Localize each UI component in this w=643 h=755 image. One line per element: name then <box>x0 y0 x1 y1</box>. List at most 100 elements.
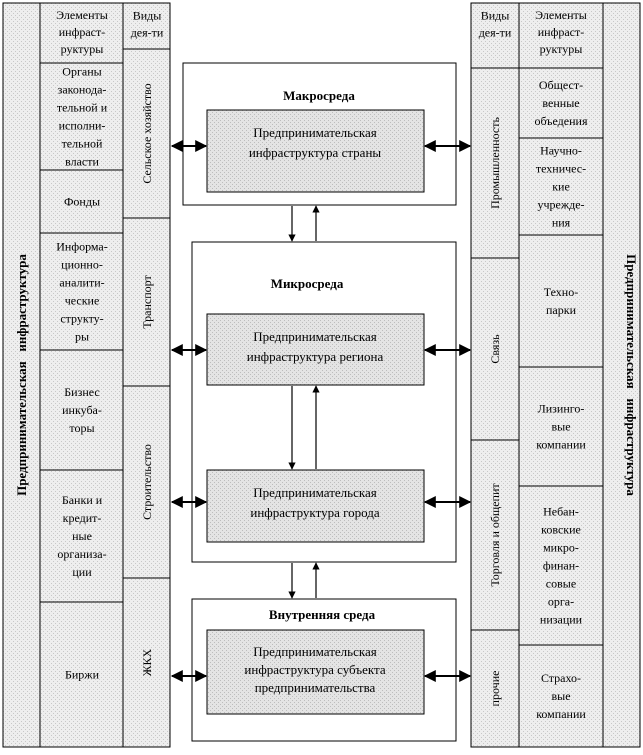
right-element-cell-line: венные <box>542 96 579 110</box>
right-element-cell-line: ковские <box>541 523 581 537</box>
right-band-label: Предпринимательская инфраструктура <box>624 254 639 496</box>
left-element-cell-line: Биржи <box>65 668 100 682</box>
right-element-cell-line: вые <box>551 689 570 703</box>
left-element-cell-line: инкуба- <box>62 403 102 417</box>
right-elements-header-line: инфраст- <box>538 25 585 39</box>
left-panel: Предпринимательская инфраструктура Элеме… <box>2 2 171 748</box>
macro-box-line: инфраструктура страны <box>249 145 382 160</box>
right-element-cell-line: учрежде- <box>537 198 584 212</box>
right-element-cell-line: финан- <box>543 559 579 573</box>
right-element-cell-line: Общест- <box>539 78 583 92</box>
right-activities-header-line: дея-ти <box>479 26 512 40</box>
left-elements-column <box>39 2 124 748</box>
left-element-cell-line: ры <box>75 330 89 344</box>
right-activities-header-line: Виды <box>481 9 510 23</box>
right-element-cell-line: Небан- <box>543 505 579 519</box>
left-element-cell-line: Бизнес <box>64 385 99 399</box>
left-band-label: Предпринимательская инфраструктура <box>14 254 29 496</box>
left-element-cell-line: ционно- <box>61 258 103 272</box>
left-band <box>2 2 41 748</box>
right-element-cell-line: вые <box>551 420 570 434</box>
internal-title: Внутренняя среда <box>269 607 376 622</box>
left-element-cell-line: организа- <box>57 547 106 561</box>
macro-title: Макросреда <box>283 88 355 103</box>
left-activity-label: Сельское хозяйство <box>140 83 154 183</box>
left-element-cell-line: Органы <box>62 65 101 79</box>
left-elements-header-line: Элементы <box>56 8 108 22</box>
city-box-line: Предпринимательская <box>253 485 377 500</box>
macro-box <box>206 109 425 193</box>
right-elements-list: Общест-венные объеденияНаучно-техничес-ки… <box>519 67 603 721</box>
micro-title: Микросреда <box>271 276 344 291</box>
right-activity-label: прочие <box>488 671 502 707</box>
left-activities-header: Виды дея-ти <box>131 9 164 40</box>
right-element-cell-line: орга- <box>548 595 574 609</box>
right-element-cell-line: Страхо- <box>541 671 581 685</box>
subject-box <box>206 629 425 715</box>
right-element-cell-line: совые <box>546 577 576 591</box>
left-element-cell-line: ные <box>72 529 92 543</box>
center-panel: Макросреда Предпринимательскаяинфраструк… <box>170 62 472 742</box>
left-element-cell-line: аналити- <box>59 276 104 290</box>
left-activities-column <box>122 2 171 748</box>
right-elements-header-line: Элементы <box>535 8 587 22</box>
left-element-cell-line: исполни- <box>59 119 106 133</box>
left-element-cell-line: Фонды <box>64 195 100 209</box>
left-element-cell-line: власти <box>65 155 99 169</box>
region-box-line: Предпринимательская <box>253 329 377 344</box>
right-element-cell-line: Лизинго- <box>538 402 585 416</box>
right-activities-column <box>470 2 520 748</box>
right-panel: Предпринимательская инфраструктура Виды д… <box>470 2 641 748</box>
right-element-cell-line: Научно- <box>540 144 582 158</box>
left-element-cell-line: законода- <box>58 83 107 97</box>
left-activity-label: Строительство <box>140 444 154 520</box>
left-element-cell-line: торы <box>69 421 94 435</box>
right-element-cell-line: компании <box>536 707 586 721</box>
macro-box-line: Предпринимательская <box>253 125 377 140</box>
right-elements-header-line: руктуры <box>540 42 583 56</box>
right-activities-header: Виды дея-ти <box>479 9 512 40</box>
left-elements-header: Элементы инфраст-руктуры <box>56 8 108 56</box>
right-element-cell-line: кие <box>552 180 570 194</box>
right-activity-label: Промышленность <box>488 117 502 209</box>
right-element-cell-line: техничес- <box>536 162 586 176</box>
right-element-cell-line: парки <box>546 303 577 317</box>
subject-box-line: предпринимательства <box>255 680 376 695</box>
left-element-cell-line: тельной и <box>57 101 108 115</box>
left-elements-header-line: инфраст- <box>59 25 106 39</box>
right-elements-header: Элементы инфраст-руктуры <box>535 8 587 56</box>
left-element-cell-line: Информа- <box>56 240 108 254</box>
right-element-cell-line: ния <box>552 216 571 230</box>
right-element-cell-line: объедения <box>535 114 588 128</box>
left-elements-list: Органы законода-тельной и исполни-тельной в… <box>40 62 123 682</box>
left-element-cell-line: ции <box>72 565 92 579</box>
subject-box-text: Предпринимательская инфраструктура субъек… <box>244 644 385 695</box>
right-element-cell-line: микро- <box>543 541 579 555</box>
left-element-cell-line: Банки и <box>62 493 103 507</box>
right-element-cell-line: низации <box>540 613 583 627</box>
left-activity-label: Транспорт <box>140 275 154 329</box>
region-box <box>206 313 425 386</box>
left-activity-label: ЖКХ <box>140 648 154 676</box>
left-elements-header-line: руктуры <box>61 42 104 56</box>
city-box <box>206 469 425 543</box>
right-element-cell-line: компании <box>536 438 586 452</box>
right-element-cell-line: Техно- <box>544 285 578 299</box>
left-element-cell-line: тельной <box>62 137 103 151</box>
right-activity-label: Торговля и общепит <box>488 483 502 587</box>
subject-box-line: инфраструктура субъекта <box>244 662 385 677</box>
left-activities-header-line: дея-ти <box>131 26 164 40</box>
left-element-cell-line: структу- <box>60 312 103 326</box>
left-element-cell-line: кредит- <box>63 511 102 525</box>
left-activities-header-line: Виды <box>133 9 162 23</box>
right-elements-column <box>518 2 604 748</box>
right-activity-label: Связь <box>488 334 502 364</box>
left-element-cell-line: ческие <box>65 294 100 308</box>
right-band <box>602 2 641 748</box>
subject-box-line: Предпринимательская <box>253 644 377 659</box>
